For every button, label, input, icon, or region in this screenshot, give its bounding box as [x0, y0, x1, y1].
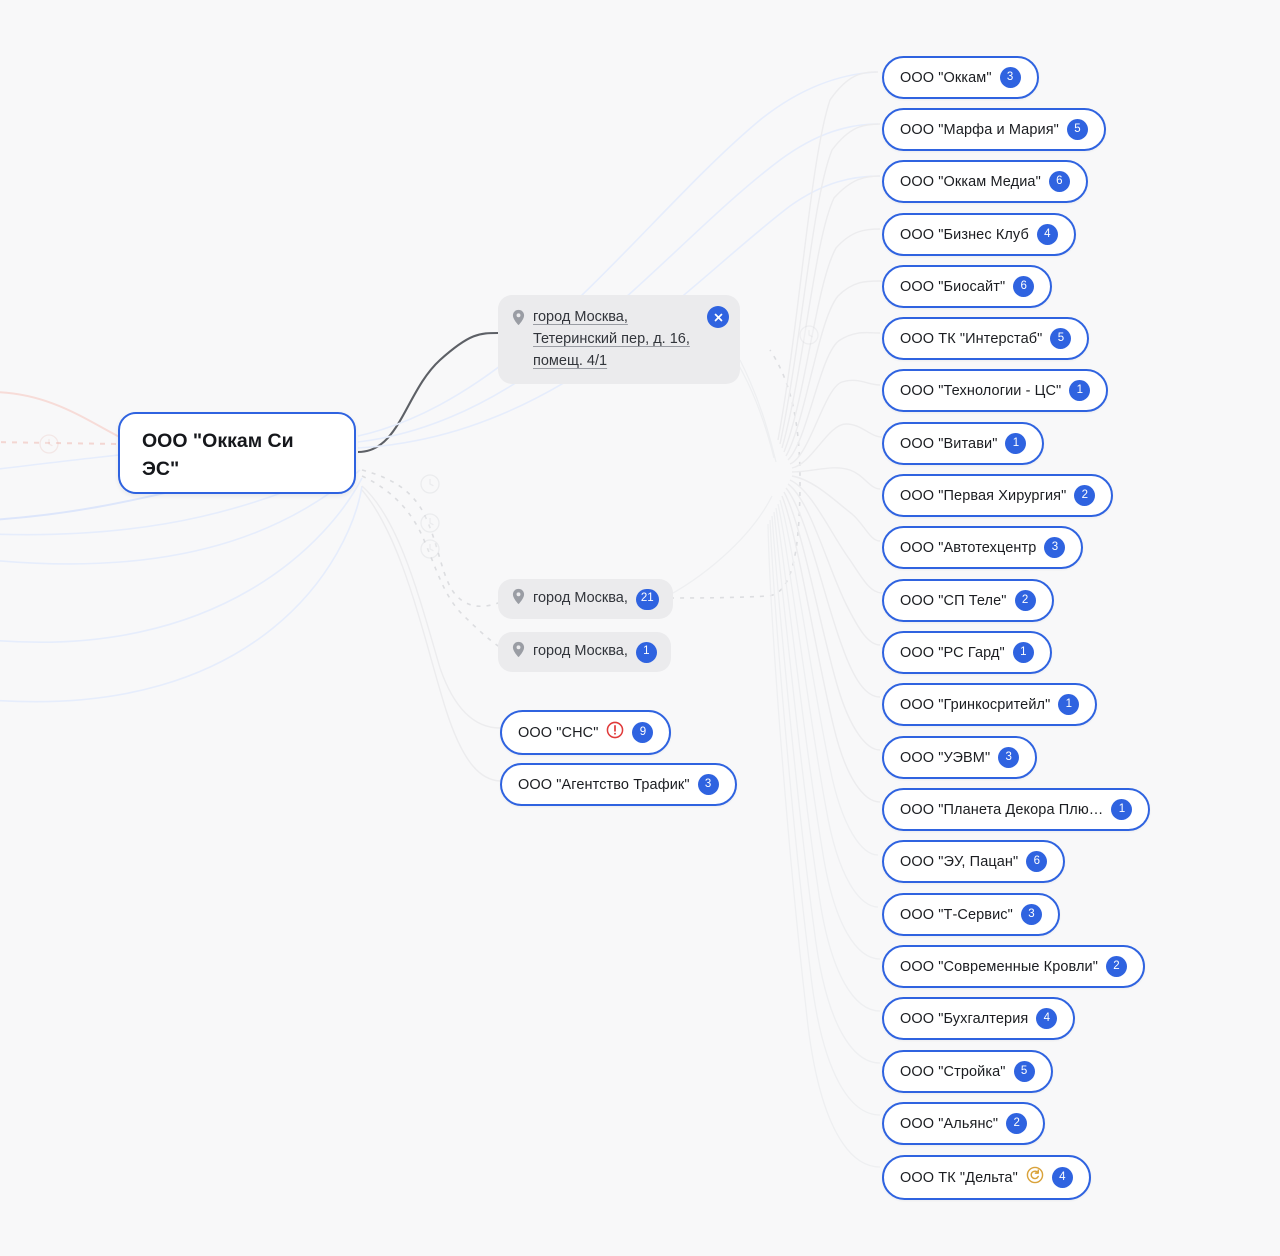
location-pin-icon — [512, 309, 525, 331]
count-badge: 5 — [1050, 328, 1072, 349]
count-badge: 6 — [1048, 171, 1070, 192]
entity-node-label: ООО "СНС" — [518, 724, 599, 741]
count-badge: 5 — [1066, 119, 1088, 140]
entity-node[interactable]: ООО "Бизнес Клуб 4 — [882, 213, 1076, 256]
entity-node-label: ООО "Современные Кровли" — [900, 958, 1098, 975]
entity-node[interactable]: ООО ТК "Интерстаб" 5 — [882, 317, 1090, 360]
entity-node-label: ООО "СП Теле" — [900, 592, 1007, 609]
entity-node-label: ООО "Агентство Трафик" — [518, 776, 690, 793]
entity-node-label: ООО "Оккам Медиа" — [900, 173, 1041, 190]
entity-node[interactable]: ООО "Стройка" 5 — [882, 1050, 1053, 1093]
count-badge: 2 — [1106, 956, 1127, 977]
location-pin-icon — [512, 588, 525, 610]
entity-node-label: ООО "РС Гард" — [900, 644, 1005, 661]
count-badge: 1 — [635, 641, 657, 663]
entity-node-label: ООО "Бухгалтерия — [900, 1010, 1029, 1027]
count-badge: 4 — [1051, 1167, 1073, 1188]
entity-node[interactable]: ООО "Марфа и Мария" 5 — [882, 108, 1106, 151]
count-badge: 6 — [1013, 276, 1035, 297]
entity-node[interactable]: ООО "Автотехцентр 3 — [882, 526, 1084, 569]
root-node-label: ООО "Оккам Си ЭС" — [142, 430, 294, 480]
entity-node[interactable]: ООО "Т-Сервис" 3 — [882, 893, 1060, 936]
entity-node[interactable]: ООО "РС Гард" 1 — [882, 631, 1052, 674]
clock-icon — [419, 473, 441, 495]
entity-node[interactable]: ООО "Альянс" 2 — [882, 1102, 1046, 1145]
count-badge: 6 — [1026, 851, 1048, 872]
address-node-label: город Москва, — [533, 590, 628, 607]
entity-node[interactable]: ООО "СП Теле" 2 — [882, 579, 1054, 622]
clock-icon — [798, 324, 820, 346]
entity-node[interactable]: ООО "ЭУ, Пацан" 6 — [882, 840, 1066, 883]
entity-node-label: ООО "Технологии - ЦС" — [900, 382, 1062, 399]
location-pin-icon — [512, 641, 525, 663]
entity-node-label: ООО "Витави" — [900, 435, 998, 452]
count-badge: 2 — [1014, 590, 1036, 611]
close-icon[interactable] — [707, 306, 729, 328]
entity-node[interactable]: ООО "Оккам Медиа" 6 — [882, 160, 1088, 203]
entity-node-label: ООО "Альянс" — [900, 1115, 999, 1132]
address-card-label: город Москва, Тетеринский пер, д. 16, по… — [533, 309, 690, 369]
count-badge: 3 — [1044, 537, 1066, 558]
count-badge: 4 — [1036, 1008, 1058, 1029]
entity-node-label: ООО "Планета Декора Плю… — [900, 801, 1104, 818]
entity-node[interactable]: ООО "Современные Кровли" 2 — [882, 945, 1145, 988]
entity-node-label: ООО ТК "Интерстаб" — [900, 330, 1043, 347]
address-node[interactable]: город Москва, 1 — [498, 632, 671, 672]
count-badge: 2 — [1074, 485, 1096, 506]
count-badge: 9 — [632, 722, 654, 743]
entity-node-label: ООО ТК "Дельта" — [900, 1169, 1018, 1186]
count-badge: 1 — [1005, 433, 1027, 454]
count-badge: 3 — [697, 774, 719, 795]
entity-node[interactable]: ООО ТК "Дельта" 4 — [882, 1155, 1091, 1200]
address-card[interactable]: город Москва, Тетеринский пер, д. 16, по… — [498, 295, 740, 385]
entity-node[interactable]: ООО "СНС" 9 — [500, 710, 672, 755]
entity-node[interactable]: ООО "Агентство Трафик" 3 — [500, 763, 737, 806]
entity-node[interactable]: ООО "Бухгалтерия 4 — [882, 997, 1076, 1040]
entity-node-label: ООО "Стройка" — [900, 1063, 1006, 1080]
count-badge: 4 — [1036, 224, 1058, 245]
entity-node-label: ООО "Гринкосритейл" — [900, 696, 1051, 713]
entity-node[interactable]: ООО "Гринкосритейл" 1 — [882, 683, 1098, 726]
clock-icon — [419, 512, 441, 534]
entity-node-label: ООО "Марфа и Мария" — [900, 121, 1059, 138]
entity-node[interactable]: ООО "Биосайт" 6 — [882, 265, 1053, 308]
entity-node-label: ООО "Первая Хирургия" — [900, 487, 1067, 504]
root-node[interactable]: ООО "Оккам Си ЭС" — [118, 412, 356, 494]
entity-node[interactable]: ООО "Оккам" 3 — [882, 56, 1039, 99]
reorg-icon — [1026, 1166, 1044, 1189]
entity-node[interactable]: ООО "Технологии - ЦС" 1 — [882, 369, 1109, 412]
entity-node[interactable]: ООО "Витави" 1 — [882, 422, 1045, 465]
entity-node[interactable]: ООО "УЭВМ" 3 — [882, 736, 1038, 779]
count-badge: 1 — [1111, 799, 1133, 820]
count-badge: 2 — [1006, 1113, 1028, 1134]
entity-node[interactable]: ООО "Первая Хирургия" 2 — [882, 474, 1114, 517]
entity-node-label: ООО "Т-Сервис" — [900, 906, 1013, 923]
address-node-label: город Москва, — [533, 643, 628, 660]
count-badge: 3 — [999, 67, 1021, 88]
count-badge: 1 — [1058, 694, 1080, 715]
entity-node-label: ООО "Бизнес Клуб — [900, 226, 1029, 243]
warning-icon — [606, 721, 624, 744]
count-badge: 1 — [1012, 642, 1034, 663]
entity-node-label: ООО "Оккам" — [900, 69, 992, 86]
clock-icon — [419, 538, 441, 560]
entity-node[interactable]: ООО "Планета Декора Плю… 1 — [882, 788, 1151, 831]
entity-node-label: ООО "Автотехцентр — [900, 539, 1037, 556]
clock-icon — [38, 433, 60, 455]
count-badge: 3 — [1020, 904, 1042, 925]
entity-node-label: ООО "ЭУ, Пацан" — [900, 853, 1019, 870]
entity-node-label: ООО "УЭВМ" — [900, 749, 991, 766]
address-node[interactable]: город Москва, 21 — [498, 579, 673, 619]
count-badge: 1 — [1069, 380, 1091, 401]
count-badge: 21 — [635, 588, 659, 610]
count-badge: 3 — [998, 747, 1020, 768]
entity-node-label: ООО "Биосайт" — [900, 278, 1006, 295]
count-badge: 5 — [1013, 1061, 1035, 1082]
